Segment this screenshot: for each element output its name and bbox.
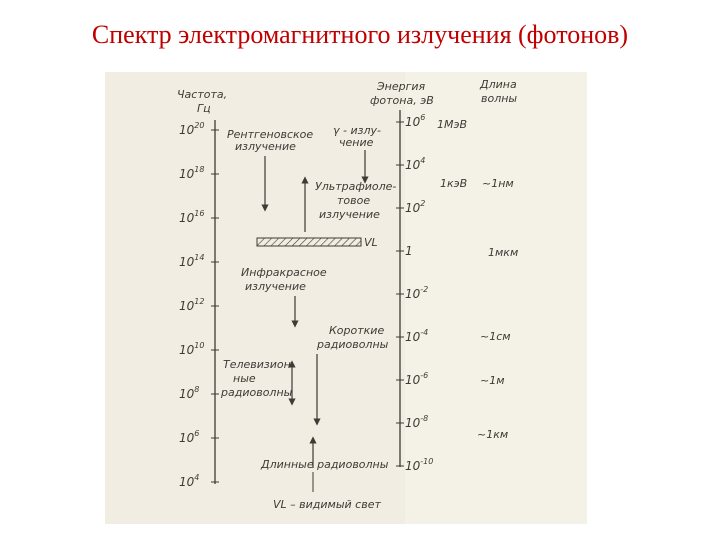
visible-light-band [256, 237, 362, 247]
xray-label-1: Рентгеновское [227, 128, 313, 141]
wave-label-1km: ~1км [477, 428, 508, 441]
short-radio-label-1: Короткие [329, 324, 384, 337]
freq-header-1: Частота, [177, 88, 227, 101]
xray-label-2: излучение [235, 140, 296, 153]
energy-header-2: фотона, эВ [370, 94, 434, 107]
energy-tick-label: 106 [405, 113, 425, 129]
tv-label-3: радиоволны [220, 386, 293, 399]
vl-marker: VL [364, 236, 378, 249]
slide-title: Спектр электромагнитного излучения (фото… [91, 20, 629, 49]
footnote: VL – видимый свет [273, 498, 381, 511]
wave-header-1: Длина [479, 78, 517, 91]
freq-header-2: Гц [197, 102, 211, 115]
wave-label-1mev: 1МэВ [437, 118, 467, 131]
energy-tick-label: 10-6 [405, 371, 428, 387]
frequency-tick-label: 108 [179, 385, 199, 401]
frequency-tick-label: 1014 [179, 253, 204, 269]
tv-label-2: ные [233, 372, 256, 385]
energy-tick-label: 10-8 [405, 414, 428, 430]
ir-label-1: Инфракрасное [241, 266, 327, 279]
energy-tick-label: 10-10 [405, 457, 433, 473]
uv-label-2: товое [337, 194, 370, 207]
energy-header-1: Энергия [376, 80, 426, 93]
frequency-tick-label: 1018 [179, 165, 204, 181]
ir-label-2: излучение [245, 280, 306, 293]
gamma-label-1: γ - излу- [333, 124, 381, 137]
frequency-tick-label: 1012 [179, 297, 204, 313]
spectrum-diagram: Частота, Гц 1020101810161014101210101081… [105, 72, 587, 524]
uv-label-1: Ультрафиоле- [315, 180, 396, 193]
wave-label-1cm: ~1см [480, 330, 511, 343]
wave-label-1kev: 1кэВ [440, 177, 467, 190]
frequency-tick-label: 104 [179, 473, 199, 489]
frequency-tick-label: 1016 [179, 209, 204, 225]
long-radio-label: Длинные радиоволны [260, 458, 389, 471]
energy-tick-label: 10-4 [405, 328, 428, 344]
short-radio-label-2: радиоволны [316, 338, 389, 351]
gamma-label-2: чение [339, 136, 374, 149]
frequency-tick-label: 1010 [179, 341, 204, 357]
tv-label-1: Телевизион- [223, 358, 295, 371]
frequency-ticks: 1020 1018 1016 1014 1012 1010 108 106 104 [179, 121, 219, 489]
frequency-tick-label: 1020 [179, 121, 204, 137]
energy-tick-label: 102 [405, 199, 425, 215]
wave-header-2: волны [481, 92, 517, 105]
energy-tick-label: 1 [405, 244, 413, 258]
uv-label-3: излучение [319, 208, 380, 221]
energy-ticks: 106 104 102 1 10-2 10-4 10-6 10-8 10-10 [396, 113, 433, 473]
wave-label-1m: ~1м [480, 374, 505, 387]
wave-label-1nm: ~1нм [482, 177, 514, 190]
energy-tick-label: 10-2 [405, 285, 428, 301]
frequency-tick-label: 106 [179, 429, 199, 445]
wave-label-1um: 1мкм [488, 246, 518, 259]
energy-tick-label: 104 [405, 156, 425, 172]
